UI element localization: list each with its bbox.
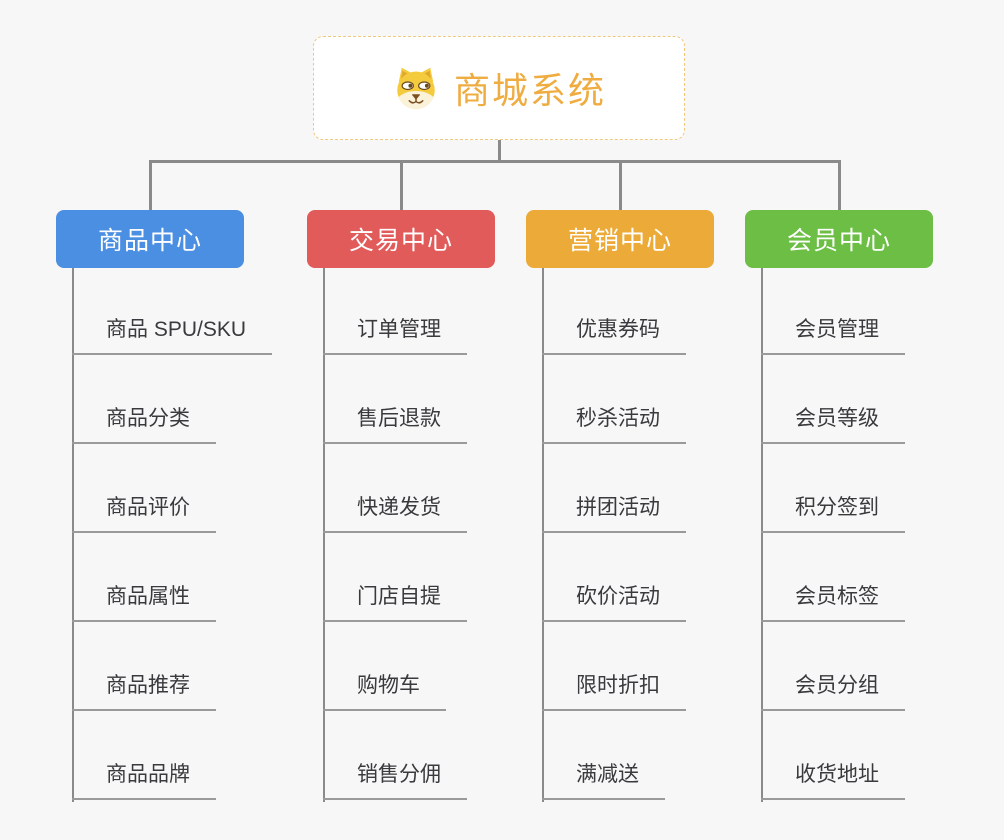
connector-spine bbox=[542, 268, 544, 802]
leaf-topic[interactable]: 商品评价 bbox=[72, 493, 216, 533]
leaf-topic[interactable]: 会员标签 bbox=[761, 582, 905, 622]
leaf-topic[interactable]: 拼团活动 bbox=[542, 493, 686, 533]
connector-branch-drop bbox=[618, 160, 622, 210]
leaf-topic[interactable]: 满减送 bbox=[542, 760, 665, 800]
connector-spine bbox=[72, 268, 74, 802]
dog-face-icon bbox=[392, 64, 440, 112]
connector-spine bbox=[761, 268, 763, 802]
branch-topic-label: 会员中心 bbox=[786, 227, 891, 255]
leaf-topic[interactable]: 砍价活动 bbox=[542, 582, 686, 622]
leaf-topic[interactable]: 积分签到 bbox=[761, 493, 905, 533]
root-topic-label: 商城系统 bbox=[453, 70, 606, 111]
leaf-topic[interactable]: 商品分类 bbox=[72, 404, 216, 444]
leaf-topic[interactable]: 商品推荐 bbox=[72, 671, 216, 711]
branch-topic-label: 营销中心 bbox=[567, 227, 672, 255]
leaf-topic[interactable]: 售后退款 bbox=[323, 404, 467, 444]
connector-root-drop bbox=[497, 140, 501, 163]
leaf-topic[interactable]: 限时折扣 bbox=[542, 671, 686, 711]
connector-branch-drop bbox=[148, 160, 152, 210]
root-topic[interactable]: 商城系统 bbox=[313, 36, 685, 140]
leaf-topic[interactable]: 购物车 bbox=[323, 671, 446, 711]
connector-branch-drop bbox=[399, 160, 403, 210]
leaf-topic[interactable]: 商品属性 bbox=[72, 582, 216, 622]
leaf-topic[interactable]: 秒杀活动 bbox=[542, 404, 686, 444]
connector-spine bbox=[323, 268, 325, 802]
leaf-topic[interactable]: 会员等级 bbox=[761, 404, 905, 444]
leaf-topic[interactable]: 收货地址 bbox=[761, 760, 905, 800]
connector-branch-drop bbox=[837, 160, 841, 210]
branch-topic-label: 商品中心 bbox=[97, 227, 202, 255]
branch-topic-2[interactable]: 营销中心 bbox=[526, 210, 714, 268]
leaf-topic[interactable]: 商品 SPU/SKU bbox=[72, 315, 273, 355]
connector-bus bbox=[148, 160, 841, 163]
branch-topic-1[interactable]: 交易中心 bbox=[307, 210, 495, 268]
leaf-topic[interactable]: 会员管理 bbox=[761, 315, 905, 355]
leaf-topic[interactable]: 销售分佣 bbox=[323, 760, 467, 800]
leaf-topic[interactable]: 快递发货 bbox=[323, 493, 467, 533]
branch-topic-3[interactable]: 会员中心 bbox=[745, 210, 933, 268]
leaf-topic[interactable]: 商品品牌 bbox=[72, 760, 216, 800]
leaf-topic[interactable]: 门店自提 bbox=[323, 582, 467, 622]
leaf-topic[interactable]: 优惠券码 bbox=[542, 315, 686, 355]
branch-topic-label: 交易中心 bbox=[348, 227, 453, 255]
leaf-topic[interactable]: 会员分组 bbox=[761, 671, 905, 711]
branch-topic-0[interactable]: 商品中心 bbox=[56, 210, 244, 268]
leaf-topic[interactable]: 订单管理 bbox=[323, 315, 467, 355]
